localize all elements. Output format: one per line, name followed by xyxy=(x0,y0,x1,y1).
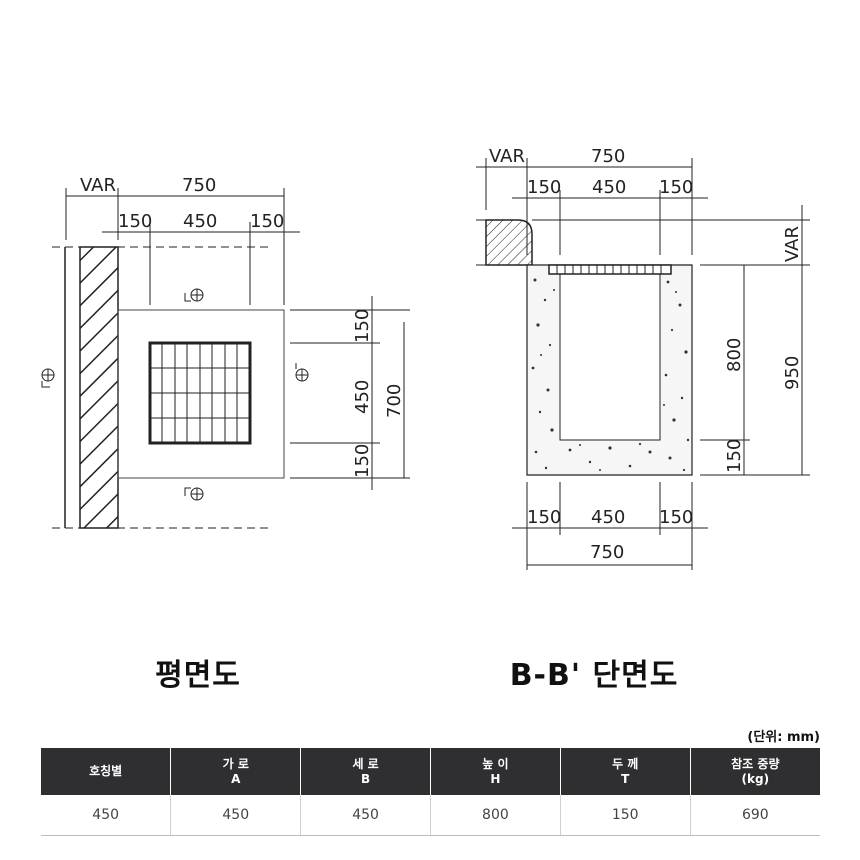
plan-dim-labels: VAR 750 150 450 150 150 450 150 700 xyxy=(80,175,405,478)
section-dim-rvar: VAR xyxy=(782,226,803,262)
section-dim-overall: 750 xyxy=(591,146,625,167)
curb-hatch xyxy=(79,246,119,529)
section-dim-roverall: 950 xyxy=(782,356,803,390)
plan-dim-rcenter: 450 xyxy=(352,380,373,414)
section-marker-left xyxy=(41,368,55,388)
table-row: 450 450 450 800 150 690 xyxy=(41,795,820,836)
plan-dim-var: VAR xyxy=(80,175,116,196)
section-dim-labels: VAR 750 150 450 150 VAR 800 150 950 150 … xyxy=(489,146,803,563)
section-caption: B-B' 단면도 xyxy=(509,658,679,693)
concrete-speckle xyxy=(531,278,690,472)
header-size: 호칭별 xyxy=(41,748,172,795)
plan-dim-overall: 750 xyxy=(182,175,216,196)
section-marker-right xyxy=(295,363,309,382)
cell-thickness: 150 xyxy=(560,795,691,836)
section-dim-bright: 150 xyxy=(659,507,693,528)
cell-height: 800 xyxy=(430,795,561,836)
plan-dim-right: 150 xyxy=(250,211,284,232)
cell-width: 450 xyxy=(170,795,302,836)
plan-dim-center: 450 xyxy=(183,211,217,232)
section-dim-boverall: 750 xyxy=(590,542,624,563)
section-grate xyxy=(548,264,672,275)
section-dim-bcenter: 450 xyxy=(591,507,625,528)
section-marker-top xyxy=(184,288,204,302)
grate xyxy=(148,341,252,445)
section-dim-var: VAR xyxy=(489,146,525,167)
section-dim-center: 450 xyxy=(592,177,626,198)
plan-caption: 평면도 xyxy=(155,658,241,693)
curb-block xyxy=(485,219,533,266)
cell-weight: 690 xyxy=(690,795,820,836)
section-dim-left: 150 xyxy=(527,177,561,198)
pit-outline xyxy=(117,309,285,479)
section-dim-height: 800 xyxy=(724,338,745,372)
cell-length: 450 xyxy=(300,795,431,836)
plan-dim-left: 150 xyxy=(118,211,152,232)
plan-view xyxy=(41,188,410,529)
section-view xyxy=(476,158,810,570)
header-weight: 참조 중량(kg) xyxy=(690,748,820,795)
plan-dim-rbottom: 150 xyxy=(352,444,373,478)
section-dim-base: 150 xyxy=(724,439,745,473)
section-dim-right: 150 xyxy=(659,177,693,198)
section-marker-bottom xyxy=(184,487,204,501)
plan-dim-roverall: 700 xyxy=(384,384,405,418)
cell-size: 450 xyxy=(41,795,172,836)
section-dim-bleft: 150 xyxy=(527,507,561,528)
plan-dim-rtop: 150 xyxy=(352,309,373,343)
unit-note: (단위: mm) xyxy=(747,730,820,745)
technical-drawing: VAR 750 150 450 150 150 450 150 700 xyxy=(41,146,810,570)
